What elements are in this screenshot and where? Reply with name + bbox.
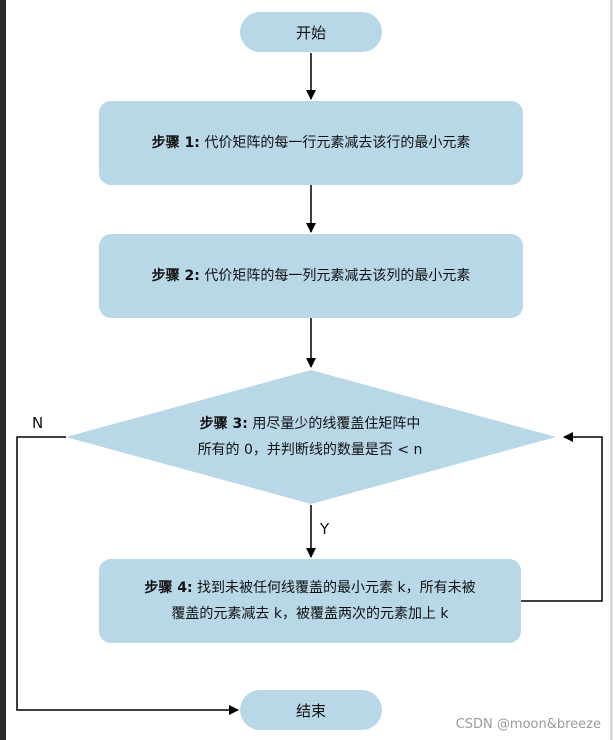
step3-text-line1: 步骤 3: 用尽量少的线覆盖住矩阵中 <box>200 411 421 437</box>
step4-text-line1: 步骤 4: 找到未被任何线覆盖的最小元素 k，所有未被 <box>144 575 475 601</box>
step2-desc: 代价矩阵的每一列元素减去该列的最小元素 <box>204 268 471 284</box>
step4-node: 步骤 4: 找到未被任何线覆盖的最小元素 k，所有未被 覆盖的元素减去 k，被覆… <box>99 559 521 643</box>
no-edge-label: N <box>32 414 44 432</box>
step1-desc: 代价矩阵的每一行元素减去该行的最小元素 <box>204 135 471 151</box>
arrow-step3-to-end <box>16 436 239 715</box>
step2-node: 步骤 2: 代价矩阵的每一列元素减去该列的最小元素 <box>99 234 523 318</box>
start-node: 开始 <box>240 12 382 52</box>
step3-desc-1: 用尽量少的线覆盖住矩阵中 <box>252 416 421 432</box>
window-right-border <box>610 0 613 740</box>
step3-text-line2: 所有的 0，并判断线的数量是否 < n <box>197 442 423 458</box>
step2-label: 步骤 2: <box>151 268 200 284</box>
end-node: 结束 <box>240 690 382 730</box>
window-left-border <box>0 0 6 740</box>
step4-desc-1: 找到未被任何线覆盖的最小元素 k，所有未被 <box>197 580 476 596</box>
step1-node: 步骤 1: 代价矩阵的每一行元素减去该行的最小元素 <box>99 101 523 185</box>
step4-text-line2: 覆盖的元素减去 k，被覆盖两次的元素加上 k <box>171 606 449 622</box>
step3-node: 步骤 3: 用尽量少的线覆盖住矩阵中 所有的 0，并判断线的数量是否 < n <box>100 400 520 474</box>
yes-edge-label: Y <box>320 520 330 538</box>
end-node-label: 结束 <box>295 701 326 720</box>
watermark: CSDN @moon&breeze <box>455 717 601 732</box>
step3-diamond-shape <box>66 370 556 504</box>
step1-text: 步骤 1: 代价矩阵的每一行元素减去该行的最小元素 <box>152 130 471 156</box>
step4-label: 步骤 4: <box>144 580 193 596</box>
start-node-label: 开始 <box>295 23 326 42</box>
step1-label: 步骤 1: <box>151 135 200 151</box>
arrow-step4-to-step3-loop <box>521 432 603 602</box>
step3-label: 步骤 3: <box>199 416 248 432</box>
step2-text: 步骤 2: 代价矩阵的每一列元素减去该列的最小元素 <box>152 263 471 289</box>
